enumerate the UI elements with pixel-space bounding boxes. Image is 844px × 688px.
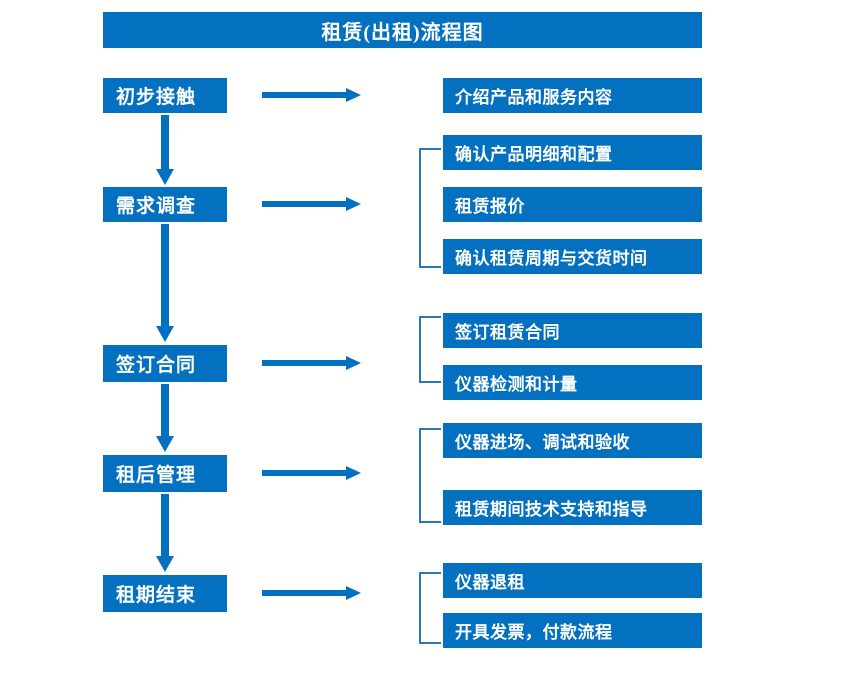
vertical-arrow-1-2 bbox=[156, 115, 174, 185]
stage-box-5[interactable]: 租期结束 bbox=[103, 575, 227, 612]
detail-box-6[interactable]: 仪器检测和计量 bbox=[443, 365, 702, 400]
stage-box-4[interactable]: 租后管理 bbox=[103, 455, 227, 492]
group-bracket-2 bbox=[419, 148, 441, 268]
stage-box-3[interactable]: 签订合同 bbox=[103, 345, 227, 382]
vertical-arrow-2-3 bbox=[156, 224, 174, 342]
group-bracket-3 bbox=[419, 316, 441, 383]
detail-box-9[interactable]: 仪器退租 bbox=[443, 563, 702, 598]
stage-box-2[interactable]: 需求调查 bbox=[103, 187, 227, 222]
detail-box-7[interactable]: 仪器进场、调试和验收 bbox=[443, 423, 702, 458]
horizontal-arrow-5 bbox=[262, 586, 361, 600]
vertical-arrow-4-5 bbox=[156, 494, 174, 572]
detail-box-3[interactable]: 租赁报价 bbox=[443, 187, 702, 222]
horizontal-arrow-3 bbox=[262, 356, 361, 370]
group-bracket-4 bbox=[419, 428, 441, 523]
detail-box-8[interactable]: 租赁期间技术支持和指导 bbox=[443, 490, 702, 525]
vertical-arrow-3-4 bbox=[156, 384, 174, 452]
horizontal-arrow-4 bbox=[262, 466, 361, 480]
page-title: 租赁(出租)流程图 bbox=[103, 12, 702, 48]
detail-box-1[interactable]: 介绍产品和服务内容 bbox=[443, 78, 702, 113]
detail-box-10[interactable]: 开具发票，付款流程 bbox=[443, 613, 702, 648]
detail-box-2[interactable]: 确认产品明细和配置 bbox=[443, 135, 702, 170]
detail-box-4[interactable]: 确认租赁周期与交货时间 bbox=[443, 239, 702, 274]
horizontal-arrow-1 bbox=[262, 88, 361, 102]
stage-box-1[interactable]: 初步接触 bbox=[103, 78, 227, 113]
detail-box-5[interactable]: 签订租赁合同 bbox=[443, 313, 702, 348]
horizontal-arrow-2 bbox=[262, 197, 361, 211]
group-bracket-5 bbox=[419, 572, 441, 644]
